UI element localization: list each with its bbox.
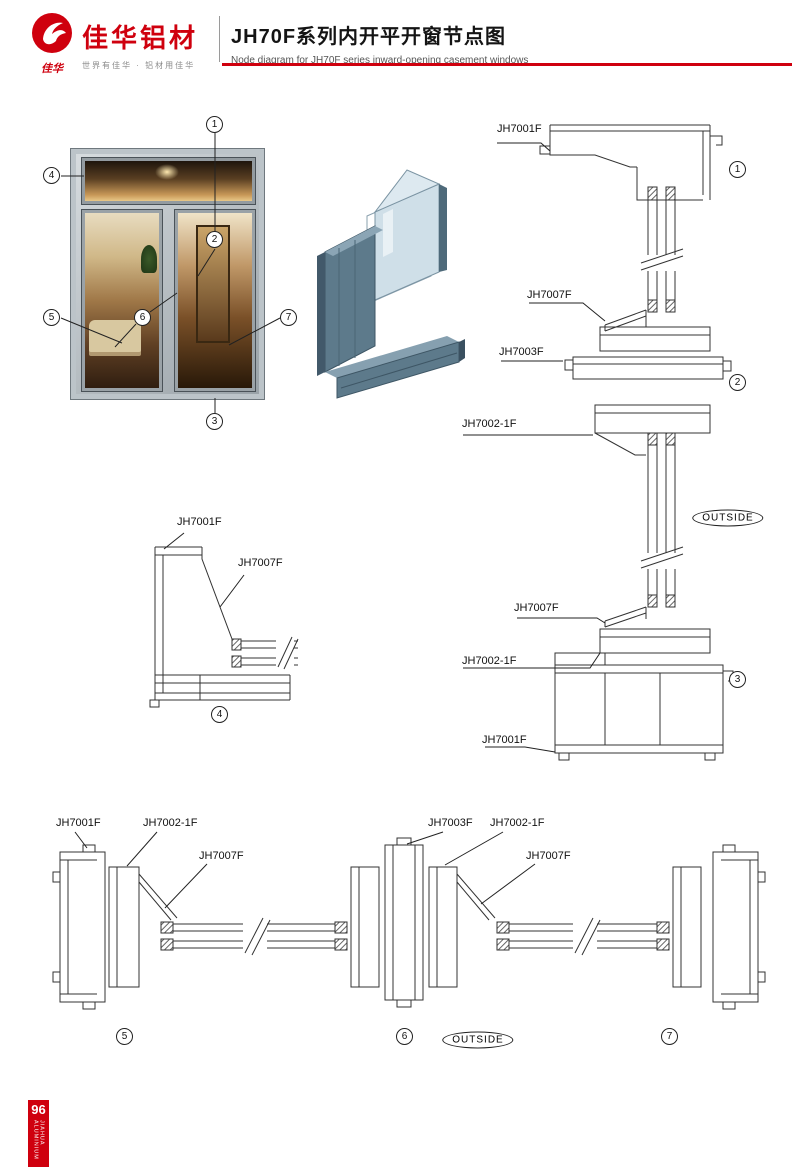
profile-label: JH7001F bbox=[482, 734, 527, 746]
profile-label: JH7001F bbox=[56, 817, 101, 829]
profile-3d-render bbox=[317, 169, 465, 399]
callout-2: 2 bbox=[206, 231, 223, 248]
brand-tagline: 世界有佳华 · 铝材用佳华 bbox=[82, 61, 196, 70]
profile-label: JH7007F bbox=[199, 850, 244, 862]
page-number: 96 bbox=[31, 1102, 46, 1117]
logo-signature: 佳华 bbox=[41, 63, 63, 75]
callout-7: 7 bbox=[280, 309, 297, 326]
profile-label: JH7003F bbox=[499, 346, 544, 358]
profile-label: JH7002-1F bbox=[462, 418, 517, 430]
callout-6: 6 bbox=[134, 309, 151, 326]
outside-label: OUTSIDE bbox=[442, 1031, 514, 1049]
callout-1: 1 bbox=[206, 116, 223, 133]
header-rule bbox=[222, 63, 792, 66]
section-callout-3: 3 bbox=[729, 671, 746, 688]
profile-label: JH7007F bbox=[238, 557, 283, 569]
callout-3: 3 bbox=[206, 413, 223, 430]
profile-label: JH7007F bbox=[514, 602, 559, 614]
brand-block: 佳华铝材 世界有佳华 · 铝材用佳华 bbox=[82, 18, 198, 71]
profile-label: JH7002-1F bbox=[462, 655, 517, 667]
page-subtitle: Node diagram for JH70F series inward-ope… bbox=[231, 55, 529, 66]
window-left-pane bbox=[81, 209, 163, 392]
callout-5: 5 bbox=[43, 309, 60, 326]
brand-logo: 佳华 bbox=[26, 12, 78, 76]
sofa bbox=[89, 320, 141, 352]
footer-brand: JIAHUA ALUMINIUM bbox=[32, 1120, 45, 1160]
header-divider bbox=[219, 16, 220, 62]
section-callout-1: 1 bbox=[729, 161, 746, 178]
jiahua-logo-icon bbox=[32, 13, 72, 53]
callout-4: 4 bbox=[43, 167, 60, 184]
profile-label: JH7001F bbox=[177, 516, 222, 528]
section-callout-2: 2 bbox=[729, 374, 746, 391]
section-callout-5: 5 bbox=[116, 1028, 133, 1045]
brand-name: 佳华铝材 bbox=[82, 23, 199, 53]
section-callout-6: 6 bbox=[396, 1028, 413, 1045]
outside-label: OUTSIDE bbox=[692, 509, 764, 527]
profile-label: JH7003F bbox=[428, 817, 473, 829]
page-footer: 96 JIAHUA ALUMINIUM bbox=[28, 1100, 49, 1167]
page-title: JH70F系列内开平开窗节点图 bbox=[231, 26, 507, 48]
corner-detail-drawing bbox=[149, 532, 299, 708]
window-transom-pane bbox=[81, 157, 256, 205]
profile-label: JH7002-1F bbox=[490, 817, 545, 829]
profile-label: JH7002-1F bbox=[143, 817, 198, 829]
profile-label: JH7007F bbox=[527, 289, 572, 301]
title-block: JH70F系列内开平开窗节点图 Node diagram for JH70F s… bbox=[231, 20, 528, 66]
plant bbox=[141, 245, 157, 273]
chandelier-glow bbox=[155, 164, 180, 181]
horizontal-section-drawing bbox=[52, 831, 766, 1010]
section-callout-7: 7 bbox=[661, 1028, 678, 1045]
profile-label: JH7001F bbox=[497, 123, 542, 135]
vertical-section-drawing bbox=[463, 124, 734, 761]
window-photo bbox=[70, 148, 265, 400]
section-callout-4: 4 bbox=[211, 706, 228, 723]
profile-label: JH7007F bbox=[526, 850, 571, 862]
